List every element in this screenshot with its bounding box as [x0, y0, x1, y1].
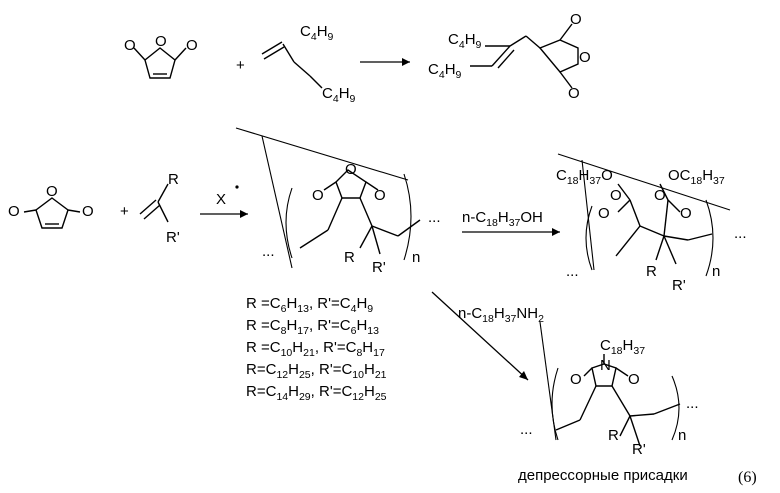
svg-text:O: O — [598, 205, 610, 222]
svg-text:O: O — [628, 371, 640, 388]
alkene-hexene — [262, 42, 322, 88]
copolymer-r-label: R — [344, 249, 355, 266]
imide-n-label: n — [678, 427, 686, 444]
ester-ellipsis-left: ... — [566, 263, 579, 280]
svg-text:O: O — [345, 161, 357, 178]
ester-right-group: OC18H37 — [668, 167, 725, 187]
svg-text:O: O — [374, 187, 386, 204]
svg-text:N: N — [600, 357, 611, 374]
substituent-row-4: R=C12H25, R'=C10H21 — [246, 361, 387, 381]
alkene-substituent-label: C4H9 — [300, 23, 334, 43]
svg-text:O: O — [568, 85, 580, 102]
initiator-label: X — [216, 191, 226, 208]
product-substituent-top: C4H9 — [448, 31, 482, 51]
alkene-r-prime-label: R' — [166, 229, 180, 246]
alkene-generic — [140, 184, 168, 222]
svg-text:O: O — [579, 49, 591, 66]
alkene-r-label: R — [168, 171, 179, 188]
svg-text:O: O — [570, 371, 582, 388]
ester-r-prime-label: R' — [672, 277, 686, 294]
copolymer-r-prime-label: R' — [372, 259, 386, 276]
substituent-row-2: R =C8H17, R'=C6H13 — [246, 317, 379, 337]
substituent-table: R =C6H13, R'=C4H9 R =C8H17, R'=C6H13 R =… — [246, 295, 387, 403]
svg-text:O: O — [82, 203, 94, 220]
esterification-reagent: n-C18H37OH — [462, 209, 543, 229]
plus-sign-1: + — [236, 57, 245, 74]
amidation-reagent: n-C18H37NH2 — [458, 305, 544, 325]
imide-ellipsis-right: ... — [686, 395, 699, 412]
product-caption: депрессорные присадки — [518, 467, 688, 484]
substituent-row-5: R=C14H29, R'=C12H25 — [246, 383, 387, 403]
imide-n-substituent: C18H37 — [600, 337, 645, 357]
product-substituent-bottom: C4H9 — [428, 61, 462, 81]
alkenyl-succinic-anhydride: O O O — [470, 11, 591, 102]
imide-ellipsis-left: ... — [520, 421, 533, 438]
substituent-row-1: R =C6H13, R'=C4H9 — [246, 295, 373, 315]
maleic-anhydride-top: O O O — [124, 33, 198, 78]
svg-text:O: O — [610, 187, 622, 204]
ester-ellipsis-right: ... — [734, 225, 747, 242]
svg-text:O: O — [46, 183, 58, 200]
arrow-reaction-1 — [360, 58, 410, 66]
svg-text:O: O — [8, 203, 20, 220]
svg-text:O: O — [124, 37, 136, 54]
equation-number: (6) — [738, 469, 757, 486]
svg-text:O: O — [654, 187, 666, 204]
plus-sign-2: + — [120, 203, 129, 220]
ester-n-label: n — [712, 263, 720, 280]
svg-text:O: O — [680, 205, 692, 222]
alkene-substituent2-label: C4H9 — [322, 85, 356, 105]
copolymer-ellipsis-left: ... — [262, 243, 275, 260]
svg-text:O: O — [312, 187, 324, 204]
svg-text:O: O — [186, 37, 198, 54]
ester-r-label: R — [646, 263, 657, 280]
svg-text:O: O — [155, 33, 167, 50]
copolymer-ellipsis-right: ... — [428, 209, 441, 226]
maleic-anhydride-left: O O O — [8, 183, 94, 228]
svg-text:O: O — [570, 11, 582, 28]
imide-r-label: R — [608, 427, 619, 444]
imide-r-prime-label: R' — [632, 441, 646, 458]
copolymer-n-label: n — [412, 249, 420, 266]
substituent-row-3: R =C10H21, R'=C8H17 — [246, 339, 385, 359]
arrow-esterification — [462, 228, 560, 236]
